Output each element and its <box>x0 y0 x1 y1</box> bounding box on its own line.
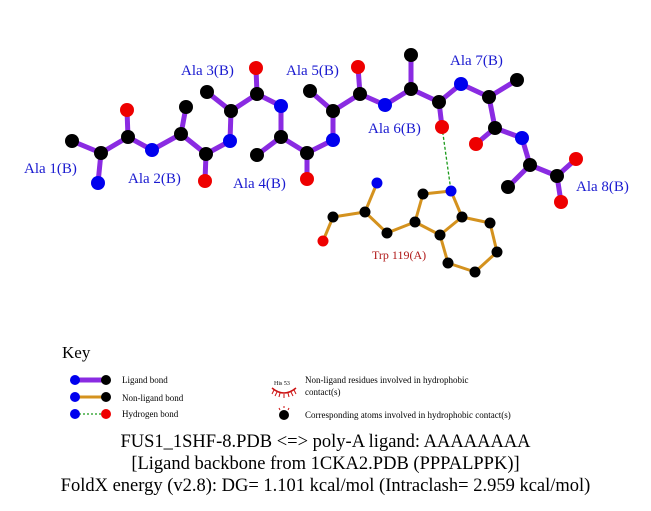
key-nonligand-bond: Non-ligand bond <box>70 392 184 403</box>
carbon-atom <box>510 73 524 87</box>
hydrogen-bond <box>441 126 452 192</box>
key-ligand-bond-label: Ligand bond <box>122 375 168 385</box>
carbon-atom <box>484 217 496 229</box>
carbon-atom <box>359 206 371 218</box>
residue-label-ala6: Ala 6(B) <box>368 121 421 137</box>
key: Key Ligand bond Non-ligand bond Hydrogen… <box>62 343 511 420</box>
oxygen-atom <box>469 137 483 151</box>
caption-line-1: FUS1_1SHF-8.PDB <=> poly-A ligand: AAAAA… <box>120 432 531 452</box>
oxygen-atom <box>435 120 449 134</box>
carbon-atom <box>353 87 367 101</box>
carbon-atom <box>491 246 503 258</box>
carbon-atom <box>456 211 468 223</box>
key-hydrophobic-residues: His 53 Non-ligand residues involved in h… <box>271 375 468 398</box>
nitrogen-atom <box>445 185 457 197</box>
nitrogen-atom <box>223 134 237 148</box>
key-title: Key <box>62 343 91 362</box>
nitrogen-atom <box>515 131 529 145</box>
carbon-atom <box>121 130 135 144</box>
key-hydrophobic-residues-label-2: contact(s) <box>305 387 340 397</box>
key-hydrogen-bond-label: Hydrogen bond <box>122 409 179 419</box>
oxygen-atom <box>249 61 263 75</box>
oxygen-atom <box>120 103 134 117</box>
residue-label-trp119: Trp 119(A) <box>372 248 426 262</box>
oxygen-atom <box>351 60 365 74</box>
residue-label-ala2: Ala 2(B) <box>128 171 181 187</box>
carbon-atom <box>274 130 288 144</box>
carbon-atom <box>417 188 429 200</box>
carbon-atom <box>200 85 214 99</box>
residue-label-ala4: Ala 4(B) <box>233 176 286 192</box>
nitrogen-atom <box>145 143 159 157</box>
hydrophobic-atom-icon <box>278 406 290 420</box>
carbon-atom <box>224 104 238 118</box>
carbon-atom <box>469 266 481 278</box>
nitrogen-atom-icon <box>70 375 80 385</box>
nitrogen-atom-icon <box>70 392 80 402</box>
nitrogen-atom <box>454 77 468 91</box>
carbon-atom <box>434 229 446 241</box>
nitrogen-atom-icon <box>70 409 80 419</box>
oxygen-atom <box>300 172 314 186</box>
carbon-atom <box>174 127 188 141</box>
residue-label-ala1: Ala 1(B) <box>24 161 77 177</box>
carbon-atom <box>327 211 339 223</box>
carbon-atom <box>94 146 108 160</box>
carbon-atom-icon <box>101 392 111 402</box>
carbon-atom <box>442 257 454 269</box>
carbon-atom-icon <box>101 375 111 385</box>
key-hydrophobic-residues-label: Non-ligand residues involved in hydropho… <box>305 375 468 385</box>
carbon-atom <box>381 227 393 239</box>
oxygen-atom-icon <box>101 409 111 419</box>
nitrogen-atom <box>274 99 288 113</box>
carbon-atom <box>404 48 418 62</box>
carbon-atom <box>300 146 314 160</box>
oxygen-atom <box>569 152 583 166</box>
oxygen-atom <box>554 195 568 209</box>
caption-line-2: [Ligand backbone from 1CKA2.PDB (PPPALPP… <box>131 454 520 474</box>
oxygen-atom <box>198 174 212 188</box>
carbon-atom <box>250 87 264 101</box>
key-ligand-bond: Ligand bond <box>70 375 168 385</box>
nitrogen-atom <box>378 98 392 112</box>
carbon-atom <box>550 169 564 183</box>
residue-label-ala3: Ala 3(B) <box>181 63 234 79</box>
carbon-atom <box>482 90 496 104</box>
carbon-atom <box>488 121 502 135</box>
nitrogen-atom <box>91 176 105 190</box>
carbon-atom <box>303 84 317 98</box>
carbon-atom <box>404 82 418 96</box>
carbon-atom <box>432 95 446 109</box>
oxygen-atom <box>317 235 329 247</box>
atoms-layer <box>65 48 583 278</box>
carbon-atom <box>250 148 264 162</box>
nitrogen-atom <box>371 177 383 189</box>
key-nonligand-bond-label: Non-ligand bond <box>122 393 184 403</box>
caption-line-3: FoldX energy (v2.8): DG= 1.101 kcal/mol … <box>60 476 591 496</box>
carbon-atom <box>523 158 537 172</box>
key-hydrophobic-atoms: Corresponding atoms involved in hydropho… <box>278 406 511 420</box>
nitrogen-atom <box>326 133 340 147</box>
residue-label-ala8: Ala 8(B) <box>576 179 629 195</box>
carbon-atom <box>65 134 79 148</box>
key-his53-label: His 53 <box>274 381 290 387</box>
residue-label-ala5: Ala 5(B) <box>286 63 339 79</box>
carbon-atom <box>179 100 193 114</box>
residue-label-ala7: Ala 7(B) <box>450 53 503 69</box>
hydrophobic-arc-icon <box>271 387 297 398</box>
carbon-atom <box>409 216 421 228</box>
key-hydrophobic-atoms-label: Corresponding atoms involved in hydropho… <box>305 410 511 420</box>
carbon-atom <box>501 180 515 194</box>
carbon-atom <box>199 147 213 161</box>
key-hydrogen-bond: Hydrogen bond <box>70 409 179 419</box>
carbon-atom <box>326 104 340 118</box>
